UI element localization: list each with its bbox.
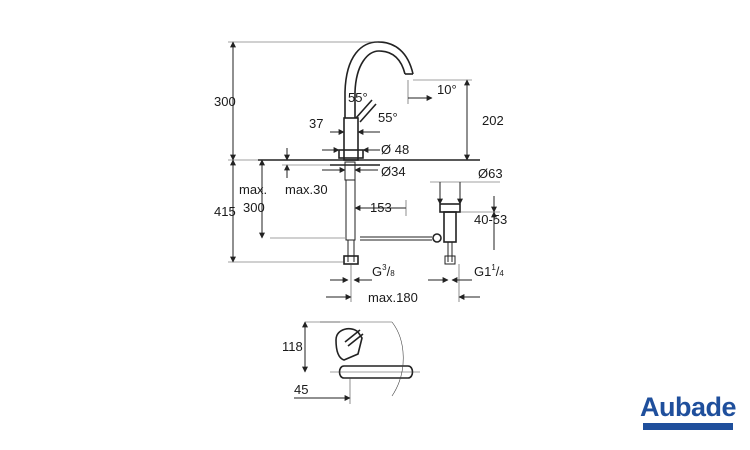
faucet-plan: [305, 321, 420, 397]
label-lever-offset: 37: [309, 116, 323, 131]
label-angle-spout: 10°: [437, 82, 457, 97]
label-waste-thread: G11/4: [474, 263, 504, 279]
label-angle-lever-side: 55°: [378, 110, 398, 125]
label-waste-range: 40-53: [474, 212, 507, 227]
faucet-elevation: [258, 41, 480, 265]
label-max-spread: max.180: [368, 290, 418, 305]
label-total-height: 300: [214, 94, 236, 109]
drain-assembly: [432, 203, 461, 265]
label-base-diameter: Ø 48: [381, 142, 409, 157]
dimension-lines: [228, 41, 500, 404]
label-angle-lever-top: 55°: [348, 90, 368, 105]
label-supply-thread: G3/8: [372, 263, 395, 279]
label-plan-offset: 45: [294, 382, 308, 397]
label-waste-diameter: Ø63: [478, 166, 503, 181]
label-tail-length: 300: [243, 200, 265, 215]
label-plan-depth: 118: [282, 339, 303, 354]
label-deck-max-value: max.30: [285, 182, 328, 197]
dimension-labels: 300 55° 10° 55° 202 37 Ø 48 Ø34 max. max…: [214, 82, 507, 397]
label-spout-height: 202: [482, 113, 504, 128]
label-drain-reach: 153: [370, 200, 392, 215]
flex-hoses: [345, 179, 356, 241]
label-deck-max: max.: [239, 182, 267, 197]
logo-brand: Aubade: [640, 392, 737, 422]
logo-tagline-strip: [643, 423, 733, 430]
aubade-logo: Aubade: [640, 392, 737, 438]
label-overall-below: 415: [214, 204, 236, 219]
label-hole-diameter: Ø34: [381, 164, 406, 179]
